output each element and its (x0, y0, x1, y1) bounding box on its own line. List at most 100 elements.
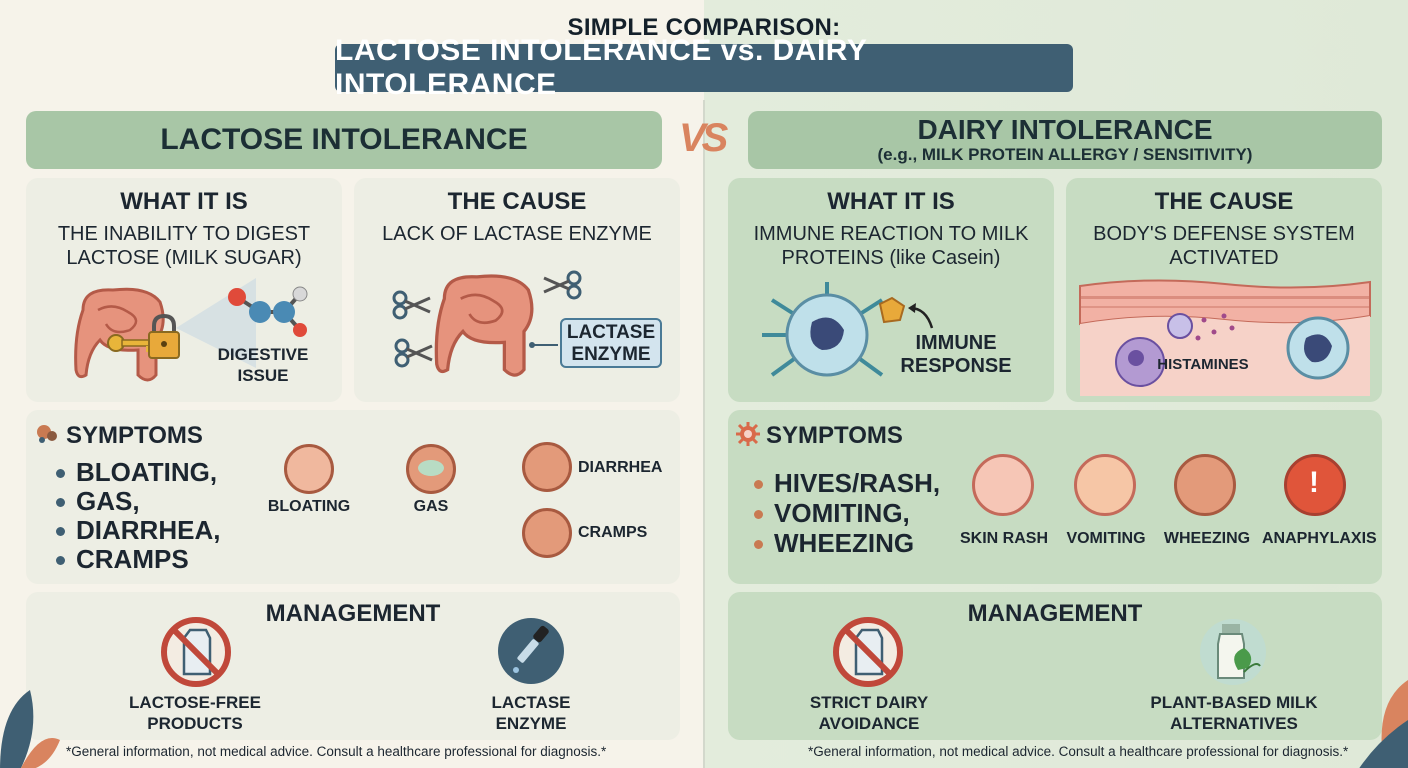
lactose-symptoms-title: SYMPTOMS (66, 422, 203, 449)
leaf-icon (0, 690, 60, 768)
dairy-what-title: WHAT IT IS (827, 188, 955, 215)
skin-layer-icon (1079, 279, 1371, 396)
no-milk-icon (833, 617, 903, 687)
scissors-icon (394, 338, 433, 368)
avoidance-label-1: STRICT DAIRY (809, 693, 929, 712)
digestive-label-2: ISSUE (237, 366, 289, 385)
bloating-icon (284, 444, 334, 494)
arrow-icon (908, 303, 934, 329)
immune-response-label: IMMUNE RESPONSE (894, 332, 1018, 378)
list-item: BLOATING, (54, 458, 220, 487)
anaphylaxis-label: ANAPHYLAXIS (1262, 530, 1377, 547)
digestive-issue-label: DIGESTIVE ISSUE (208, 344, 318, 386)
dairy-heading: DAIRY INTOLERANCE (e.g., MILK PROTEIN AL… (748, 111, 1382, 169)
dairy-what-desc-1: IMMUNE REACTION TO MILK (753, 223, 1029, 245)
lactose-heading: LACTOSE INTOLERANCE (26, 111, 662, 169)
scissors-icon (392, 290, 431, 320)
skin-rash-label: SKIN RASH (959, 530, 1048, 547)
page-title: SIMPLE COMPARISON: (567, 14, 841, 41)
lactase-enzyme-label: LACTASE ENZYME (560, 318, 662, 368)
dairy-cause-title: THE CAUSE (1154, 188, 1294, 215)
dairy-management-title: MANAGEMENT (967, 600, 1143, 627)
alert-icon: ! (1309, 466, 1319, 499)
plant-milk-icon (1200, 619, 1266, 685)
lactase-mgmt-label-2: ENZYME (495, 714, 567, 733)
immune-cell-icon (762, 282, 884, 377)
dairy-subheading: (e.g., MILK PROTEIN ALLERGY / SENSITIVIT… (877, 145, 1253, 164)
gear-virus-icon (736, 422, 760, 446)
bloating-label: BLOATING (267, 498, 351, 515)
cramps-icon (522, 508, 572, 558)
antigen-icon (878, 296, 906, 324)
lactose-free-label-1: LACTOSE-FREE (129, 693, 261, 712)
strict-avoidance-label: STRICT DAIRY AVOIDANCE (796, 692, 942, 734)
lactose-cause-title: THE CAUSE (447, 188, 587, 215)
intestine-icon (74, 287, 165, 382)
immune-label-1: IMMUNE (915, 332, 997, 354)
lactose-what-card: WHAT IT IS THE INABILITY TO DIGEST LACTO… (26, 178, 342, 402)
histamines-label: HISTAMINES (1157, 356, 1249, 373)
plant-milk-label-1: PLANT-BASED MILK (1150, 693, 1318, 712)
wheezing-label: WHEEZING (1163, 530, 1251, 547)
immune-label-2: RESPONSE (900, 355, 1012, 377)
gas-label: GAS (413, 498, 449, 515)
vomiting-label: VOMITING (1066, 530, 1146, 547)
disclaimer-right: *General information, not medical advice… (808, 744, 1349, 759)
dairy-management-card: MANAGEMENT STRICT DAIRY AVOIDANCE PLANT-… (728, 592, 1382, 740)
molecule-icon (228, 286, 308, 337)
dairy-what-desc-2: PROTEINS (like Casein) (781, 247, 1001, 269)
lactose-what-desc-2: LACTOSE (MILK SUGAR) (66, 247, 302, 269)
lock-icon (148, 313, 180, 359)
lactase-mgmt-label-1: LACTASE (491, 693, 571, 712)
vs-badge: VS (679, 116, 728, 160)
lactase-enzyme-management-label: LACTASE ENZYME (466, 692, 596, 734)
dairy-cause-card: THE CAUSE BODY'S DEFENSE SYSTEM ACTIVATE… (1066, 178, 1382, 402)
lactase-label-1: LACTASE (566, 322, 656, 343)
title-banner: LACTOSE INTOLERANCE vs. DAIRY INTOLERANC… (335, 34, 1073, 101)
vomiting-icon (1074, 454, 1136, 516)
gas-cloud-icon (418, 460, 444, 476)
lactose-what-title: WHAT IT IS (120, 188, 248, 215)
pointer-line (529, 342, 558, 348)
plant-milk-label-2: ALTERNATIVES (1170, 714, 1298, 733)
dairy-symptoms-card: SYMPTOMS HIVES/RASH, VOMITING, WHEEZING … (728, 410, 1382, 584)
list-item: DIARRHEA, (54, 516, 220, 545)
plant-milk-label: PLANT-BASED MILK ALTERNATIVES (1138, 692, 1330, 734)
lactose-free-label-2: PRODUCTS (147, 714, 243, 733)
digestive-label-1: DIGESTIVE (217, 345, 309, 364)
bacteria-icon (37, 425, 57, 443)
list-item: GAS, (54, 487, 220, 516)
lactose-cause-desc: LACK OF LACTASE ENZYME (382, 223, 652, 245)
lactose-cause-card: THE CAUSE LACK OF LACTASE ENZYME LACTASE… (354, 178, 680, 402)
dairy-what-card: WHAT IT IS IMMUNE REACTION TO MILK PROTE… (728, 178, 1054, 402)
anaphylaxis-icon (1284, 454, 1346, 516)
lactose-symptoms-list: BLOATING, GAS, DIARRHEA, CRAMPS (54, 458, 220, 574)
dairy-cause-desc-1: BODY'S DEFENSE SYSTEM (1093, 223, 1355, 245)
dropper-icon (498, 618, 564, 684)
lactose-management-title: MANAGEMENT (265, 600, 441, 627)
dairy-symptoms-title: SYMPTOMS (766, 422, 903, 449)
lactose-heading-text: LACTOSE INTOLERANCE (160, 123, 528, 156)
intestine-icon (434, 274, 534, 377)
list-item: WHEEZING (752, 528, 940, 558)
leaf-icon (1359, 680, 1408, 768)
scissors-icon (543, 270, 582, 300)
skin-rash-icon (972, 454, 1034, 516)
cramps-label: CRAMPS (578, 524, 648, 541)
list-item: VOMITING, (752, 498, 940, 528)
lungs-icon (1174, 454, 1236, 516)
lactose-management-card: MANAGEMENT LACTOSE-FREE PRODUCTS LACTASE… (26, 592, 680, 740)
avoidance-label-2: AVOIDANCE (818, 714, 920, 733)
lactose-symptoms-card: SYMPTOMS BLOATING, GAS, DIARRHEA, CRAMPS… (26, 410, 680, 584)
center-divider (703, 100, 705, 768)
diarrhea-icon (522, 442, 572, 492)
lactase-label-2: ENZYME (571, 344, 651, 365)
dairy-symptoms-list: HIVES/RASH, VOMITING, WHEEZING (752, 468, 940, 558)
disclaimer-left: *General information, not medical advice… (66, 744, 607, 759)
dairy-cause-desc-2: ACTIVATED (1169, 247, 1279, 269)
lactose-what-desc-1: THE INABILITY TO DIGEST (57, 223, 311, 245)
dairy-heading-text: DAIRY INTOLERANCE (917, 114, 1213, 145)
list-item: CRAMPS (54, 545, 220, 574)
list-item: HIVES/RASH, (752, 468, 940, 498)
diarrhea-label: DIARRHEA (578, 459, 663, 476)
